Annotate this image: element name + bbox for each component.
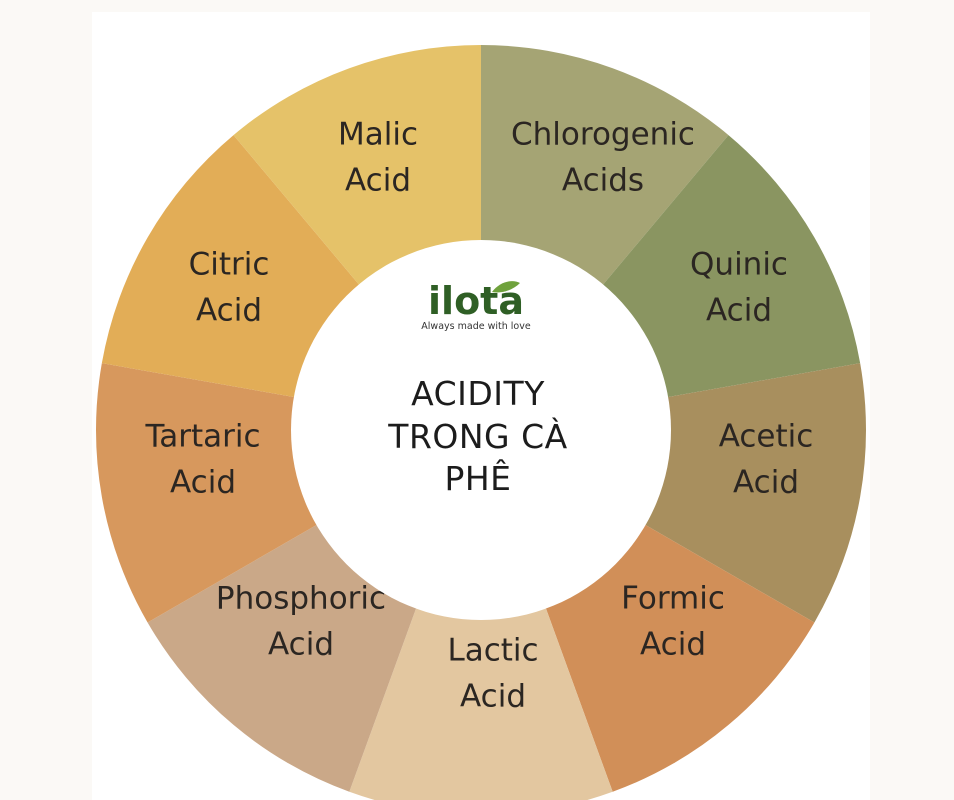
- wheel-segment: [233, 45, 481, 286]
- center-circle: [291, 240, 671, 620]
- segment-label-line: Acid: [345, 163, 411, 199]
- segment-label-line: Citric: [189, 247, 270, 283]
- wheel-segments: [95, 45, 866, 800]
- segment-label-line: Phosphoric: [216, 581, 386, 617]
- segment-label-line: Acid: [170, 465, 236, 501]
- leaf-icon: [492, 281, 520, 293]
- segment-label-line: Acids: [562, 163, 644, 199]
- logo: ilota Always made with love: [421, 279, 531, 332]
- segment-label-line: Lactic: [447, 633, 538, 669]
- wheel-segment: [601, 135, 861, 398]
- wheel-segment: [147, 524, 417, 792]
- wheel-segment: [95, 363, 319, 623]
- wheel-labels: ChlorogenicAcidsQuinicAcidAceticAcidForm…: [144, 117, 813, 715]
- center-title: ACIDITY TRONG CÀ PHÊ: [387, 374, 567, 498]
- center-title-line-1: ACIDITY: [411, 374, 545, 413]
- segment-label-line: Formic: [621, 581, 725, 617]
- segment-label-line: Acid: [268, 627, 334, 663]
- wheel-segment: [643, 363, 866, 623]
- segment-label-line: Acid: [733, 465, 799, 501]
- logo-tagline: Always made with love: [421, 321, 531, 332]
- center-title-line-2: TRONG CÀ: [387, 416, 567, 456]
- segment-label-line: Acid: [706, 293, 772, 329]
- wheel-segment: [101, 135, 361, 398]
- wheel-segment: [349, 606, 613, 800]
- wheel-segment: [545, 524, 815, 792]
- segment-label-line: Malic: [338, 117, 418, 153]
- segment-label-line: Chlorogenic: [511, 117, 695, 153]
- segment-label-line: Acid: [196, 293, 262, 329]
- wheel-segment: [481, 45, 729, 286]
- logo-wordmark: ilota: [428, 279, 524, 323]
- center-title-line-3: PHÊ: [444, 458, 511, 498]
- segment-label-line: Quinic: [690, 247, 788, 283]
- segment-label-line: Acid: [460, 679, 526, 715]
- segment-label-line: Acetic: [719, 419, 814, 455]
- segment-label-line: Acid: [640, 627, 706, 663]
- segment-label-line: Tartaric: [144, 419, 260, 455]
